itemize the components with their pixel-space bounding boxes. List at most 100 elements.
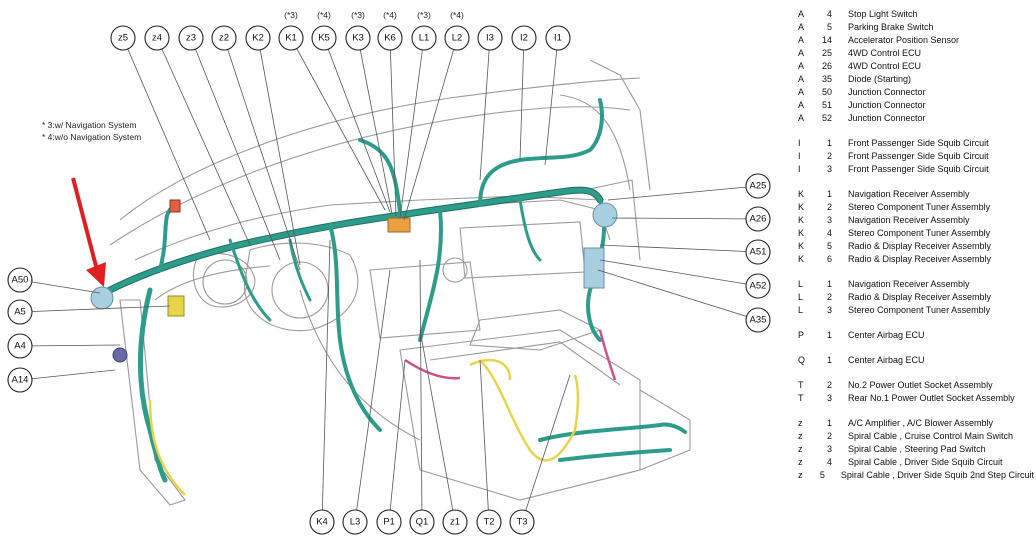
legend-letter: T <box>798 380 804 390</box>
callout-k6: K6 <box>377 25 403 51</box>
legend-name: Spiral Cable , Driver Side Squib 2nd Ste… <box>840 470 1034 480</box>
legend-letter: K <box>798 254 805 264</box>
legend-letter: A <box>798 61 805 71</box>
legend-number: 2 <box>826 151 832 161</box>
legend-name: Center Airbag ECU <box>848 355 925 365</box>
callout-k2: K2 <box>245 25 271 51</box>
legend-name: 4WD Control ECU <box>848 61 922 71</box>
pink-wire <box>404 329 617 381</box>
red-arrow <box>71 177 106 287</box>
legend-number: 3 <box>826 305 832 315</box>
legend-name: Junction Connector <box>848 100 926 110</box>
legend-number: 25 <box>821 48 832 58</box>
legend-row: P 1 Center Airbag ECU <box>798 329 1034 342</box>
legend-name: Parking Brake Switch <box>848 22 934 32</box>
callout-label: A52 <box>750 281 767 292</box>
legend-letter: K <box>798 241 805 251</box>
legend-name: Junction Connector <box>848 87 926 97</box>
legend-letter: Q <box>798 355 806 365</box>
legend-name: Stop Light Switch <box>848 9 918 19</box>
legend-number: 4 <box>826 9 832 19</box>
legend-name: Front Passenger Side Squib Circuit <box>848 138 989 148</box>
callout-label: A51 <box>750 247 767 258</box>
callout-l2: L2 <box>444 25 470 51</box>
callout-a52: A52 <box>745 273 771 299</box>
legend-number: 2 <box>826 292 832 302</box>
callout-label: z3 <box>186 33 196 44</box>
callout-label: L2 <box>452 33 463 44</box>
legend-letter: L <box>798 305 804 315</box>
legend-letter: A <box>798 35 805 45</box>
legend-letter: A <box>798 74 805 84</box>
legend-number: 2 <box>826 431 832 441</box>
legend-group-p: P 1 Center Airbag ECU <box>798 329 1034 342</box>
legend-name: Stereo Component Tuner Assembly <box>848 228 991 238</box>
callout-t2: T2 <box>476 509 502 535</box>
callout-note: (*3) <box>284 10 298 20</box>
legend-letter: P <box>798 330 805 340</box>
callout-label: z2 <box>219 33 229 44</box>
vehicle-outline <box>109 59 691 506</box>
callout-l1: L1 <box>411 25 437 51</box>
legend-name: Radio & Display Receiver Assembly <box>848 241 992 251</box>
legend-letter: K <box>798 189 805 199</box>
legend-name: Center Airbag ECU <box>848 330 925 340</box>
legend-letter: K <box>798 228 805 238</box>
callout-z4: z4 <box>144 25 170 51</box>
callout-label: K6 <box>384 33 396 44</box>
callout-label: K2 <box>252 33 264 44</box>
callout-a25: A25 <box>745 173 771 199</box>
legend-letter: I <box>798 151 801 161</box>
callout-l3: L3 <box>342 509 368 535</box>
callout-i1: I1 <box>545 25 571 51</box>
legend-name: Radio & Display Receiver Assembly <box>848 292 992 302</box>
legend-number: 5 <box>819 470 825 480</box>
callout-label: P1 <box>383 517 395 528</box>
legend-number: 5 <box>826 241 832 251</box>
legend-letter: I <box>798 164 801 174</box>
legend-number: 1 <box>826 330 832 340</box>
callout-i3: I3 <box>477 25 503 51</box>
note-no-navigation: * 4:w/o Navigation System <box>42 132 141 142</box>
legend-name: Junction Connector <box>848 113 926 123</box>
callout-a26: A26 <box>745 206 771 232</box>
legend-number: 4 <box>826 457 832 467</box>
callout-label: I1 <box>554 33 562 44</box>
legend-number: 52 <box>821 113 832 123</box>
callout-label: L3 <box>350 517 361 528</box>
legend-name: Rear No.1 Power Outlet Socket Assembly <box>848 393 1015 403</box>
callout-label: I2 <box>520 33 528 44</box>
legend-name: Navigation Receiver Assembly <box>848 215 970 225</box>
callout-z1: z1 <box>442 509 468 535</box>
callout-a4: A4 <box>7 333 33 359</box>
legend-number: 50 <box>821 87 832 97</box>
legend-letter: z <box>798 457 803 467</box>
legend-letter: A <box>798 48 805 58</box>
legend-letter: A <box>798 9 805 19</box>
callout-label: K1 <box>285 33 297 44</box>
legend-name: Spiral Cable , Driver Side Squib Circuit <box>848 457 1003 467</box>
callout-t3: T3 <box>509 509 535 535</box>
callout-label: z4 <box>152 33 162 44</box>
callout-a35: A35 <box>745 307 771 333</box>
legend-name: Accelerator Position Sensor <box>848 35 960 45</box>
legend-letter: I <box>798 138 801 148</box>
